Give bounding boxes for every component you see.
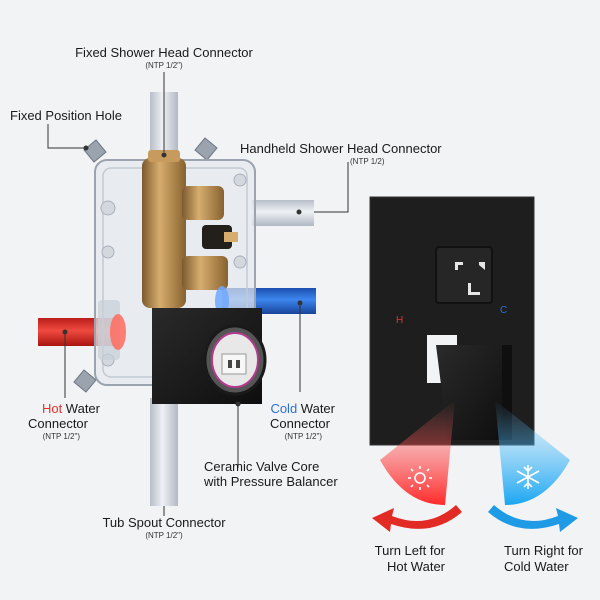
cold-word: Cold [270, 401, 298, 416]
cold-fan [495, 400, 570, 505]
brass-body [142, 158, 186, 308]
right-arrow [488, 505, 578, 532]
bottom-pipe [150, 398, 178, 506]
plate-h-mark: H [396, 315, 404, 326]
handheld-pipe [252, 200, 314, 226]
hot-label: Hot Water [0, 401, 100, 416]
left-arrow [372, 505, 462, 532]
plate-c-mark: C [500, 305, 508, 316]
handheld-label: Handheld Shower Head Connector [240, 141, 442, 156]
fixed-head-label: Fixed Shower Head Connector [75, 45, 253, 60]
fixed-hole-label: Fixed Position Hole [10, 108, 122, 123]
tub-label: Tub Spout Connector [102, 515, 226, 530]
hot-label-line2: Connector [28, 416, 88, 431]
hot-fan [380, 400, 455, 505]
tub-spec: (NTP 1/2") [145, 531, 183, 540]
ceramic-label-line1: Ceramic Valve Core [204, 459, 320, 474]
cold-spec: (NTP 1/2") [284, 432, 322, 441]
sun-icon [408, 466, 432, 490]
mixing-handle [436, 345, 506, 440]
turn-right-line1: Turn Right for [504, 543, 583, 558]
fixed-head-spec: (NTP 1/2") [145, 61, 183, 70]
cold-rest: Water [297, 401, 335, 416]
cold-label: Cold Water [230, 401, 335, 416]
hot-spec: (NTP 1/2") [42, 432, 80, 441]
diverter-knob [435, 246, 493, 304]
hot-rest: Water [62, 401, 100, 416]
hot-word: Hot [41, 401, 63, 416]
turn-right-line2: Cold Water [504, 559, 569, 574]
snowflake-icon [516, 465, 540, 489]
cold-label-line2: Connector [270, 416, 330, 431]
handheld-spec: (NTP 1/2) [350, 157, 385, 166]
turn-left-line1: Turn Left for [374, 543, 445, 558]
ceramic-label-line2: with Pressure Balancer [204, 474, 338, 489]
turn-left-line2: Hot Water [386, 559, 445, 574]
